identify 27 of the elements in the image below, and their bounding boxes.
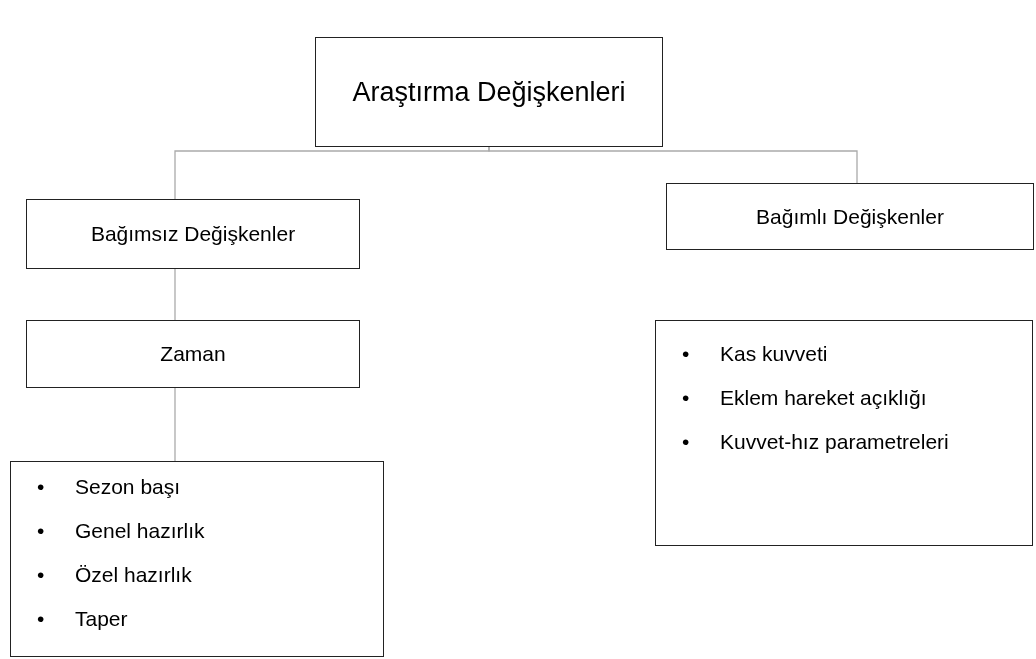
bullet-marker: • [682, 341, 691, 366]
list-item: Kuvvet-hız parametreleri [720, 429, 949, 454]
bullet-marker: • [37, 474, 46, 499]
node-label: Zaman [160, 342, 226, 366]
connector-line [174, 268, 176, 321]
process-box [315, 37, 663, 147]
list-box [655, 320, 1033, 546]
bullet-marker: • [682, 385, 691, 410]
list-item: Özel hazırlık [75, 562, 193, 587]
node-label: Bağımlı Değişkenler [756, 204, 944, 229]
bullet-marker: • [37, 562, 46, 587]
list-item: Eklem hareket açıklığı [720, 385, 928, 410]
list-item: Kas kuvveti [720, 341, 829, 366]
connector-line [488, 146, 858, 184]
title-label: Araştırma Değişkenleri [352, 76, 626, 108]
connector-line [174, 387, 176, 462]
list-item: Taper [75, 606, 129, 631]
bullet-marker: • [37, 518, 46, 543]
process-box [26, 320, 360, 388]
list-item: Genel hazırlık [75, 518, 205, 543]
bullet-marker: • [682, 429, 691, 454]
bullet-marker: • [37, 606, 46, 631]
list-box [10, 461, 384, 657]
node-label: Bağımsız Değişkenler [90, 222, 296, 246]
list-item: Sezon başı [75, 474, 182, 499]
process-box [26, 199, 360, 269]
process-box [666, 183, 1034, 250]
